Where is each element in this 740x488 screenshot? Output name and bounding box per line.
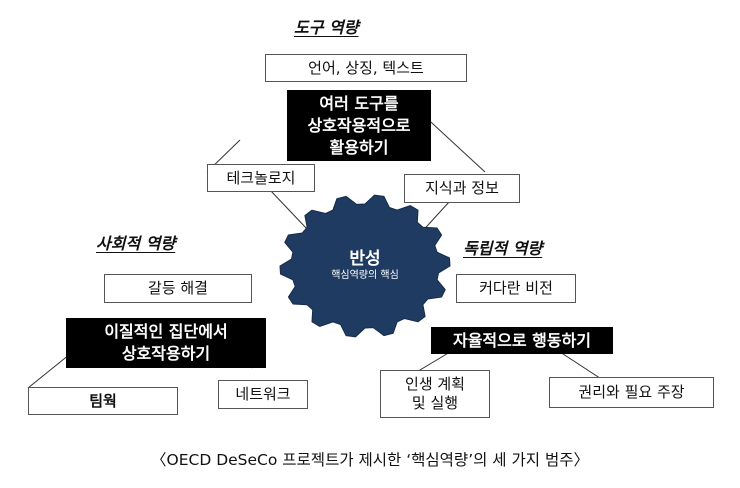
gear-body <box>279 194 451 338</box>
social-top-box: 갈등 해결 <box>104 274 252 303</box>
social-main-box: 이질적인 집단에서 상호작용하기 <box>66 318 266 368</box>
autonomy-left-box: 인생 계획 및 실행 <box>380 370 490 418</box>
gear-title: 반성 <box>349 249 381 269</box>
tool-heading: 도구 역량 <box>294 18 359 37</box>
autonomy-heading: 독립적 역량 <box>463 239 543 258</box>
autonomy-top-box: 커다란 비전 <box>456 274 576 303</box>
tool-right-box: 지식과 정보 <box>404 174 520 203</box>
connector-line <box>269 189 309 231</box>
social-right-box: 네트워크 <box>218 380 308 409</box>
autonomy-right-box: 권리와 필요 주장 <box>549 377 714 408</box>
tool-left-box: 테크놀로지 <box>207 164 315 192</box>
tool-main-box: 여러 도구를 상호작용적으로 활용하기 <box>287 90 431 161</box>
autonomy-main-box: 자율적으로 행동하기 <box>431 327 613 354</box>
social-heading: 사회적 역량 <box>96 234 176 253</box>
gear-subtitle: 핵심역량의 핵심 <box>331 270 399 281</box>
figure-caption: 〈OECD DeSeCo 프로젝트가 제시한 ‘핵심역량’의 세 가지 범주〉 <box>151 451 589 469</box>
social-left-box: 팀웍 <box>28 387 178 415</box>
tool-top-box: 언어, 상징, 텍스트 <box>265 54 467 82</box>
gear-icon <box>279 194 451 338</box>
